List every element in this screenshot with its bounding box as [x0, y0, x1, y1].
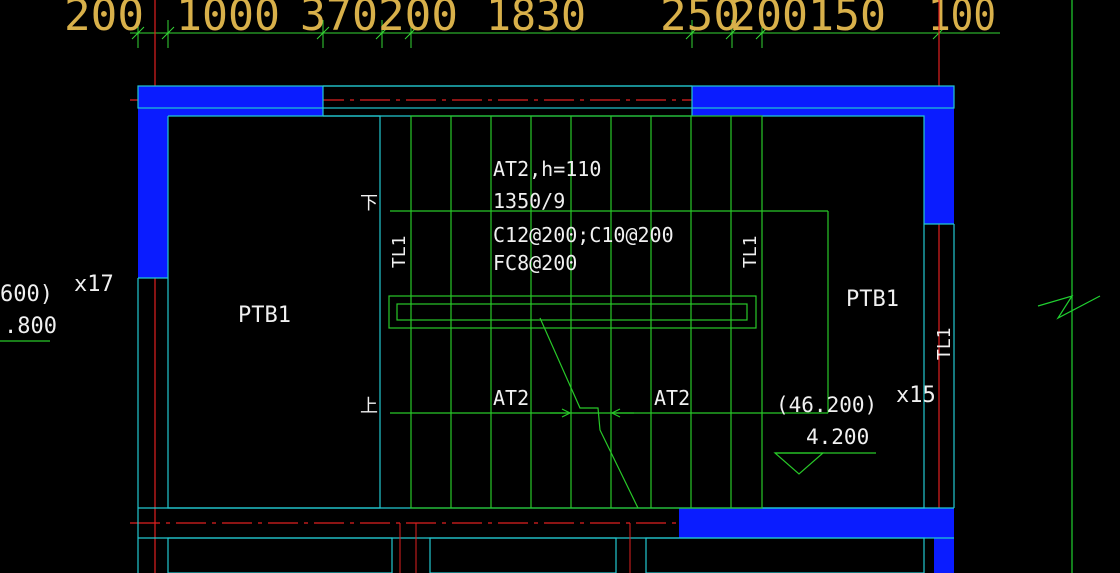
- right-elevation-paren: (46.200): [776, 393, 877, 417]
- drawing-labels: 600) .800 x17 PTB1 PTB1 TL1 TL1 TL1 AT2,…: [0, 157, 955, 449]
- stair-note-line4: FC8@200: [493, 251, 577, 275]
- dim-text: 200: [730, 0, 808, 41]
- wall-top-left: [138, 86, 323, 116]
- dim-text: 1830: [486, 0, 586, 41]
- dim-text: 200: [378, 0, 458, 41]
- up-mark: 上: [360, 396, 378, 417]
- dim-text: 1000: [176, 0, 280, 41]
- wall-bottom-right: [679, 508, 954, 538]
- break-line: [1037, 0, 1101, 573]
- dim-text: 100: [928, 0, 996, 41]
- dim-text: 200: [64, 0, 144, 41]
- left-elevation: .800: [4, 314, 57, 339]
- beam-label-right: TL1: [934, 327, 955, 360]
- dim-text: 150: [808, 0, 886, 41]
- top-dimension-texts: 200 1000 370 200 1830 250 200 150 100: [64, 0, 996, 41]
- beam-label-left: TL1: [389, 235, 410, 268]
- right-landing-label: PTB1: [846, 287, 899, 312]
- left-multiplier: x17: [74, 272, 114, 297]
- left-landing-label: PTB1: [238, 303, 291, 328]
- wall-top-right: [692, 86, 954, 116]
- flight-label-left: AT2: [493, 386, 529, 410]
- elevation-symbol: [0, 340, 876, 475]
- top-dimension-chain: [130, 20, 1000, 48]
- wall-left: [138, 86, 168, 278]
- walls: [138, 86, 954, 573]
- right-elevation: 4.200: [806, 425, 869, 449]
- down-mark: 下: [360, 193, 378, 214]
- beam-label-middle: TL1: [740, 235, 761, 268]
- dim-text: 250: [660, 0, 740, 41]
- stair-note-line2: 1350/9: [493, 189, 565, 213]
- stair-note-line1: AT2,h=110: [493, 157, 601, 181]
- lower-axis-marks: [399, 523, 631, 573]
- left-elevation-paren: 600): [0, 282, 53, 307]
- stair-note-line3: C12@200;C10@200: [493, 223, 674, 247]
- dim-text: 370: [300, 0, 378, 41]
- flight-label-right: AT2: [654, 386, 690, 410]
- wall-right: [924, 86, 954, 224]
- right-multiplier: x15: [896, 383, 936, 408]
- wall-right-lower: [934, 508, 954, 573]
- stair-treads: [388, 115, 829, 509]
